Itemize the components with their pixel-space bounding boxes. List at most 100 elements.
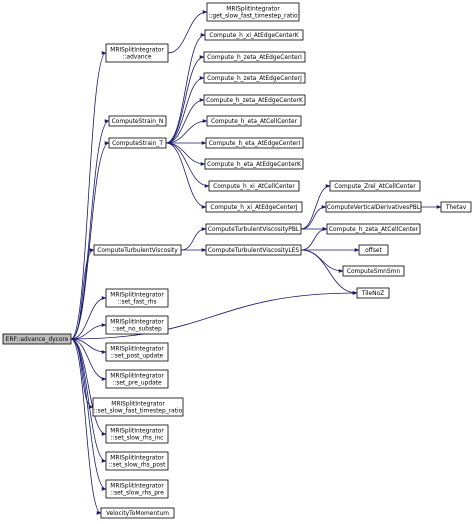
node-hzeta-edge-i[interactable]: Compute_h_zeta_AtEdgeCenterI bbox=[203, 51, 306, 63]
node-turb-visc-les[interactable]: ComputeTurbulentViscosityLES bbox=[205, 244, 302, 256]
node-mri-get-ratio[interactable]: MRISplitIntegrator::get_slow_fast_timest… bbox=[206, 2, 300, 22]
node-heta-edge-k[interactable]: Compute_h_eta_AtEdgeCenterK bbox=[204, 158, 304, 170]
node-label: ComputeVerticalDerivativesPBL bbox=[327, 205, 421, 211]
edge-turb_visc_les-to-smnsmn bbox=[300, 249, 344, 273]
node-hzeta-edge-k[interactable]: Compute_h_zeta_AtEdgeCenterK bbox=[203, 94, 306, 106]
node-mri-advance[interactable]: MRISplitIntegrator::advance bbox=[105, 43, 169, 63]
node-label: Compute_h_xi_AtCellCenter bbox=[213, 184, 295, 190]
node-offset[interactable]: offset bbox=[358, 244, 389, 256]
node-box bbox=[206, 2, 300, 22]
node-label: Compute_Zrel_AtCellCenter bbox=[334, 184, 416, 190]
node-hzeta-edge-j[interactable]: Compute_h_zeta_AtEdgeCenterJ bbox=[203, 72, 306, 84]
node-label: Compute_h_xi_AtEdgeCenterK bbox=[209, 33, 298, 39]
node-box bbox=[105, 43, 169, 63]
node-turb-visc-pbl[interactable]: ComputeTurbulentViscosityPBL bbox=[205, 223, 302, 235]
node-set-post-update[interactable]: MRISplitIntegrator::set_post_update bbox=[105, 342, 169, 362]
node-box bbox=[204, 158, 304, 170]
node-set-pre-update[interactable]: MRISplitIntegrator::set_pre_update bbox=[105, 369, 169, 389]
node-label: Compute_h_xi_AtEdgeCenterJ bbox=[210, 205, 297, 211]
node-set-slow-rhs-inc[interactable]: MRISplitIntegrator::set_slow_rhs_inc bbox=[105, 424, 169, 444]
edge-strain_t-to-hzeta_edge_k bbox=[165, 98, 205, 144]
node-box bbox=[205, 137, 304, 149]
node-label: ComputeSmnSmn bbox=[347, 269, 401, 275]
edge-turb_visc_pbl-to-zrel bbox=[300, 184, 331, 230]
edge-root-to-strain_n bbox=[70, 119, 110, 340]
node-hxi-edge-j[interactable]: Compute_h_xi_AtEdgeCenterJ bbox=[205, 201, 303, 213]
node-smnsmn[interactable]: ComputeSmnSmn bbox=[342, 265, 405, 277]
edge-root-to-set_slow_rhs_pre bbox=[70, 338, 107, 491]
node-box bbox=[105, 479, 169, 499]
node-tilenoz[interactable]: TileNoZ bbox=[356, 287, 390, 299]
node-box bbox=[203, 94, 306, 106]
node-turb-visc[interactable]: ComputeTurbulentViscosity bbox=[93, 244, 182, 256]
node-box bbox=[105, 369, 169, 389]
node-label: ComputeStrain_T bbox=[112, 141, 163, 147]
edge-turb_visc_pbl-to-vert_deriv bbox=[300, 205, 327, 230]
node-label: ::set_no_substep bbox=[112, 327, 162, 333]
edge-strain_t-to-hxi_edge_k bbox=[165, 33, 206, 144]
node-label: Compute_h_zeta_AtCellCenter bbox=[329, 227, 419, 233]
edge-root-to-mri_advance bbox=[70, 51, 107, 340]
node-box bbox=[105, 424, 169, 444]
node-box bbox=[206, 115, 302, 127]
node-box bbox=[205, 223, 302, 235]
edge-root-to-set_no_substep bbox=[70, 323, 107, 340]
node-hxi-edge-k[interactable]: Compute_h_xi_AtEdgeCenterK bbox=[204, 29, 304, 41]
node-label: ::set_slow_fast_timestep_ratio bbox=[94, 409, 183, 415]
node-label: ::set_slow_rhs_inc bbox=[111, 436, 164, 442]
edge-turb_visc_les-to-hzeta_cell bbox=[300, 227, 328, 251]
node-box bbox=[204, 29, 304, 41]
node-vert-deriv[interactable]: ComputeVerticalDerivativesPBL bbox=[325, 201, 422, 213]
node-set-slow-rhs-pre[interactable]: MRISplitIntegrator::set_slow_rhs_pre bbox=[105, 479, 169, 499]
node-thetav[interactable]: Thetav bbox=[440, 201, 472, 213]
node-label: Compute_h_eta_AtCellCenter bbox=[211, 119, 298, 125]
node-box bbox=[105, 451, 169, 471]
node-heta-cell[interactable]: Compute_h_eta_AtCellCenter bbox=[206, 115, 302, 127]
node-label: ::get_slow_fast_timestep_ratio bbox=[208, 14, 298, 20]
node-box bbox=[205, 201, 303, 213]
node-strain-n[interactable]: ComputeStrain_N bbox=[108, 115, 167, 127]
node-label: Compute_h_eta_AtEdgeCenterK bbox=[207, 162, 301, 168]
node-hxi-cell[interactable]: Compute_h_xi_AtCellCenter bbox=[208, 180, 300, 192]
edge-root-to-set_slow_fast_ratio bbox=[70, 338, 94, 409]
node-box bbox=[2, 333, 72, 345]
node-label: MRISplitIntegrator bbox=[110, 429, 164, 435]
node-label: offset bbox=[365, 248, 382, 254]
node-zrel[interactable]: Compute_Zrel_AtCellCenter bbox=[329, 180, 421, 192]
node-box bbox=[105, 342, 169, 362]
node-label: ::set_slow_rhs_post bbox=[109, 463, 166, 469]
node-box bbox=[108, 137, 167, 149]
node-set-no-substep[interactable]: MRISplitIntegrator::set_no_substep bbox=[105, 315, 169, 335]
node-root[interactable]: ERF::advance_dycore bbox=[2, 333, 72, 345]
edge-strain_t-to-heta_cell bbox=[165, 119, 208, 144]
node-box bbox=[203, 72, 306, 84]
node-hzeta-cell[interactable]: Compute_h_zeta_AtCellCenter bbox=[326, 223, 421, 235]
node-label: ::set_post_update bbox=[111, 354, 164, 360]
edge-strain_t-to-hxi_cell bbox=[165, 142, 210, 188]
node-label: ComputeTurbulentViscosity bbox=[97, 248, 178, 254]
node-heta-edge-i[interactable]: Compute_h_eta_AtEdgeCenterI bbox=[205, 137, 304, 149]
node-label: Compute_h_zeta_AtEdgeCenterJ bbox=[207, 76, 302, 82]
edge-root-to-set_post_update bbox=[70, 338, 107, 354]
node-velocity-to-momentum[interactable]: VelocityToMomentum bbox=[100, 507, 175, 519]
node-label: Thetav bbox=[445, 205, 467, 211]
node-label: MRISplitIntegrator bbox=[110, 293, 164, 299]
node-set-fast-rhs[interactable]: MRISplitIntegrator::set_fast_rhs bbox=[105, 288, 169, 308]
edge-strain_t-to-hxi_edge_j bbox=[165, 142, 207, 209]
edge-root-to-set_pre_update bbox=[70, 338, 107, 381]
node-label: ComputeTurbulentViscosityPBL bbox=[208, 227, 300, 233]
node-box bbox=[358, 244, 389, 256]
edge-strain_t-to-hzeta_edge_i bbox=[165, 55, 205, 144]
node-box bbox=[342, 265, 405, 277]
node-label: Compute_h_eta_AtEdgeCenterI bbox=[209, 141, 301, 147]
node-box bbox=[93, 244, 182, 256]
node-box bbox=[356, 287, 390, 299]
node-strain-t[interactable]: ComputeStrain_T bbox=[108, 137, 167, 149]
edge-turb_visc-to-turb_visc_pbl bbox=[180, 227, 207, 251]
edge-root-to-turb_visc bbox=[70, 248, 95, 340]
node-set-slow-rhs-post[interactable]: MRISplitIntegrator::set_slow_rhs_post bbox=[105, 451, 169, 471]
node-set-slow-fast-ratio[interactable]: MRISplitIntegrator::set_slow_fast_timest… bbox=[92, 397, 184, 417]
node-box bbox=[329, 180, 421, 192]
node-box bbox=[92, 397, 184, 417]
node-label: ::set_pre_update bbox=[112, 381, 162, 387]
